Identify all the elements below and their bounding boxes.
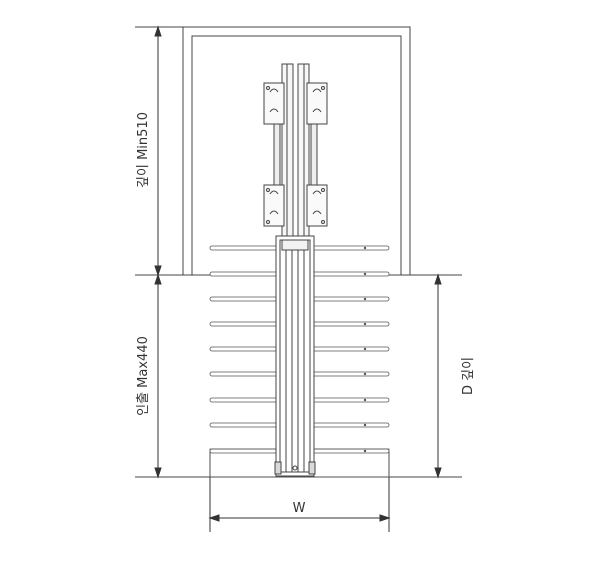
shelf-rod-joint xyxy=(363,347,367,351)
shelf-rod-joint xyxy=(363,372,367,376)
shelf-rod-joint xyxy=(363,272,367,276)
pullout-frame xyxy=(274,235,316,477)
shelf-rod-joint xyxy=(363,398,367,402)
pull-max-label: 인출 Max440 xyxy=(136,336,151,416)
width-w-label: W xyxy=(293,501,306,516)
shelf-rod-joint xyxy=(363,297,367,301)
depth-min-label: 깊이 Min510 xyxy=(136,112,151,188)
depth-min-dimension xyxy=(154,25,162,277)
bracket-posts xyxy=(273,123,318,186)
depth-d-dimension xyxy=(434,273,442,479)
shelf-rod-joint xyxy=(363,449,367,453)
shelf-rod-joint xyxy=(363,246,367,250)
shelf-rod-joint xyxy=(363,423,367,427)
pull-max-dimension xyxy=(154,273,162,479)
depth-d-label: D 깊이 xyxy=(461,357,476,395)
lower-bracket xyxy=(263,184,328,227)
slide-rails xyxy=(281,63,310,240)
shelf-rod-joint xyxy=(363,322,367,326)
upper-bracket xyxy=(263,82,328,125)
